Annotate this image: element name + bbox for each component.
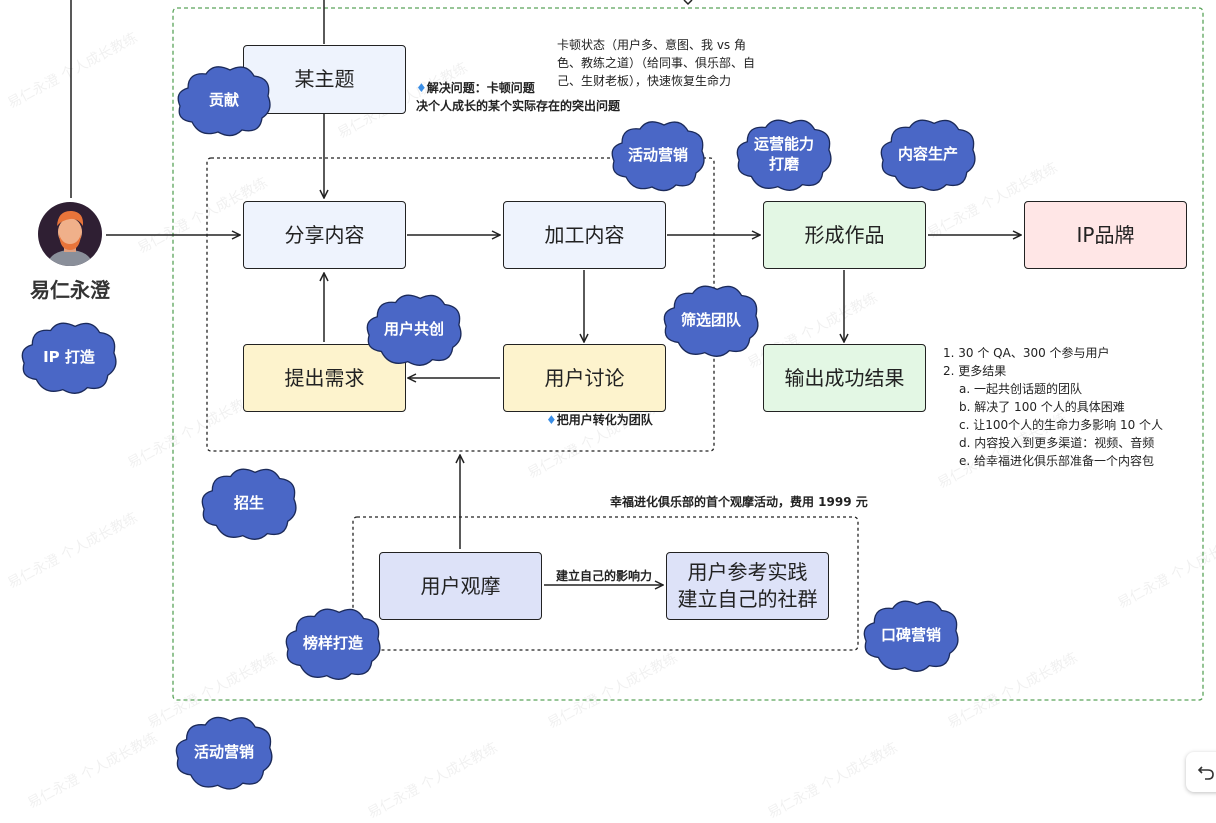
practice-line-1: 用户参考实践 (687, 560, 808, 584)
inner-dotted-container (206, 157, 715, 452)
box-process-content: 加工内容 (503, 201, 666, 269)
cloud-operations: 运营能力 打磨 (733, 115, 835, 193)
box-topic: 某主题 (243, 45, 406, 114)
cloud-enroll: 招生 (198, 463, 300, 543)
cloud-filter-team: 筛选团队 (660, 278, 762, 362)
box-user-discussion: 用户讨论 (503, 344, 666, 412)
results-list: 1. 30 个 QA、300 个参与用户 2. 更多结果 a. 一起共创话题的团… (943, 346, 1164, 468)
box-raise-demand: 提出需求 (243, 344, 406, 412)
club-note: 幸福进化俱乐部的首个观摩活动，费用 1999 元 (610, 495, 868, 509)
box-output-results: 输出成功结果 (763, 344, 926, 412)
team-note: ♦把用户转化为团队 (546, 413, 653, 427)
cloud-ip-build: IP 打造 (18, 318, 120, 396)
cloud-contribute: 贡献 (174, 62, 274, 138)
cloud-user-cocreate: 用户共创 (363, 290, 465, 368)
solve-problem-note: ♦解决问题：卡顿问题 决个人成长的某个实际存在的突出问题 (416, 81, 621, 113)
influence-label: 建立自己的影响力 (556, 569, 653, 583)
bottom-dotted-container (352, 516, 859, 651)
connectors (70, 0, 1204, 701)
box-user-practice: 用户参考实践 建立自己的社群 (666, 552, 829, 620)
cloud-content-production: 内容生产 (877, 115, 979, 193)
box-share-content: 分享内容 (243, 201, 406, 269)
cloud-word-of-mouth: 口碑营销 (860, 594, 962, 676)
box-user-observe: 用户观摩 (379, 552, 542, 620)
undo-icon (1197, 766, 1214, 780)
cloud-activity-marketing-2: 活动营销 (172, 712, 276, 792)
box-ip-brand: IP品牌 (1024, 201, 1187, 269)
diamond-icon: ♦ (546, 413, 557, 427)
avatar (38, 202, 102, 266)
undo-button[interactable] (1186, 752, 1216, 792)
box-form-work: 形成作品 (763, 201, 926, 269)
practice-line-2: 建立自己的社群 (677, 587, 818, 611)
stuck-state-note: 卡顿状态（用户多、意图、我 vs 角 色、教练之道）（给同事、俱乐部、自 己、生… (557, 38, 756, 88)
diamond-icon: ♦ (416, 81, 427, 95)
cloud-activity-marketing: 活动营销 (607, 117, 709, 193)
cloud-role-model: 榜样打造 (282, 602, 384, 684)
green-dashed-container (172, 7, 1204, 701)
person-name: 易仁永澄 (30, 278, 110, 302)
